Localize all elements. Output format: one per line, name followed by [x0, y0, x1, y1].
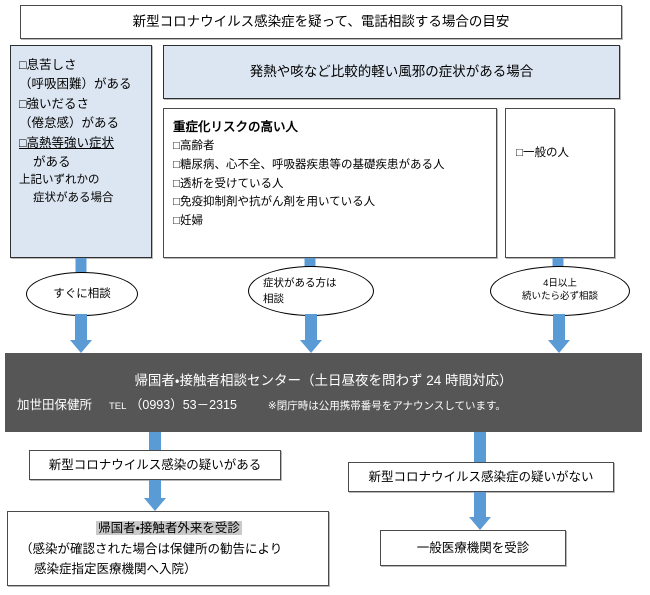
general-people-label: □一般の人: [516, 147, 569, 159]
arrow-suspect-no-to-general-clinic: [465, 492, 495, 530]
tel-number: （0993）53－2315: [129, 398, 237, 413]
severe-symptom-item-1: □息苦しさ: [19, 58, 77, 72]
high-risk-item-pregnant: □妊婦: [173, 214, 203, 227]
ellipse-consult-after-four-days-line-2: 続いたら必ず相談: [521, 291, 598, 302]
general-clinic-label: 一般医療機関を受診: [416, 540, 530, 555]
severe-symptom-item-3: □強いだるさ: [19, 96, 90, 111]
high-risk-item-immunosuppressant: □免疫抑制剤や抗がん剤を用いている人: [173, 196, 376, 209]
suspect-yes-box: 新型コロナウイルス感染の疑いがある: [29, 450, 281, 480]
page-title: 新型コロナウイルス感染症を疑って、電話相談する場合の目安: [132, 14, 510, 30]
ellipse-consult-if-symptoms: 症状がある方は 相談: [248, 266, 374, 316]
severe-symptoms-footer-line-2: 症状がある場合: [33, 192, 114, 205]
general-people-box: □一般の人: [505, 108, 615, 258]
high-risk-item-chronic-disease: □糖尿病、心不全、呼吸器疾患等の基礎疾患がある人: [173, 158, 445, 171]
high-risk-box: 重症化リスクの高い人 □高齢者 □糖尿病、心不全、呼吸器疾患等の基礎疾患がある人…: [163, 108, 497, 258]
outpatient-note-line-2: 感染症指定医療機関へ入院）: [34, 562, 197, 577]
connector-center-to-suspect-yes: [149, 432, 161, 451]
suspect-no-box: 新型コロナウイルス感染症の疑いがない: [348, 462, 614, 492]
arrow-immediate-to-center: [66, 314, 96, 353]
ellipse-consult-after-four-days-line-1: 4日以上: [543, 278, 577, 290]
outpatient-clinic-box: 帰国者・接触者外来を受診 （感染が確認された場合は保健所の勧告により 感染症指定…: [7, 511, 329, 586]
ellipse-consult-if-symptoms-line-1: 症状がある方は: [263, 276, 337, 289]
severe-symptom-item-6: がある: [33, 154, 71, 169]
suspect-no-label: 新型コロナウイルス感染症の疑いがない: [368, 469, 594, 484]
ellipse-consult-after-four-days: 4日以上 続いたら必ず相談: [490, 266, 630, 316]
severe-symptoms-footer-line-1: 上記いずれかの: [19, 174, 100, 187]
ellipse-consult-immediately: すぐに相談: [26, 272, 138, 316]
general-clinic-box: 一般医療機関を受診: [380, 530, 566, 566]
severe-symptom-item-2: （呼吸困難）がある: [19, 77, 132, 92]
connector-center-to-suspect-no: [474, 432, 486, 463]
suspect-yes-label: 新型コロナウイルス感染の疑いがある: [48, 457, 262, 472]
arrow-symptoms-to-center: [296, 314, 326, 353]
severe-symptom-item-5: □高熱等強い症状: [19, 135, 115, 150]
outpatient-heading: 帰国者・接触者外来を受診: [96, 521, 242, 535]
arrow-severe-to-ellipse: [71, 258, 91, 274]
arrow-fourdays-to-center: [544, 314, 574, 353]
outpatient-note-line-1: （感染が確認された場合は保健所の勧告により: [20, 541, 283, 556]
after-hours-note: ※閉庁時は公用携帯番号をアナウンスしています。: [267, 400, 506, 413]
consultation-center-title: 帰国者・接触者相談センター（土日昼夜を問わず 24 時間対応）: [134, 372, 513, 388]
high-risk-item-elderly: □高齢者: [173, 140, 215, 153]
high-risk-item-dialysis: □透析を受けている人: [173, 177, 284, 190]
tel-label: TEL: [108, 401, 127, 413]
consultation-center-contact: 加世田保健所 TEL （0993）53－2315 ※閉庁時は公用携帯番号をアナウ…: [13, 396, 634, 414]
arrow-general-to-ellipse: [548, 258, 568, 268]
health-center-name: 加世田保健所: [17, 398, 93, 413]
arrow-suspect-yes-to-outpatient: [140, 480, 170, 511]
mild-symptoms-label: 発熱や咳など比較的軽い風邪の症状がある場合: [249, 64, 534, 80]
severe-symptoms-box: □息苦しさ （呼吸困難）がある □強いだるさ （倦怠感）がある □高熱等強い症状…: [10, 45, 152, 258]
outpatient-heading-row: 帰国者・接触者外来を受診: [20, 518, 328, 539]
consultation-center-bar: 帰国者・接触者相談センター（土日昼夜を問わず 24 時間対応） 加世田保健所 T…: [5, 353, 642, 432]
arrow-highrisk-to-ellipse: [300, 258, 320, 268]
severe-symptom-item-4: （倦怠感）がある: [19, 116, 120, 131]
ellipse-consult-if-symptoms-line-2: 相談: [263, 293, 284, 305]
ellipse-consult-immediately-label: すぐに相談: [53, 287, 111, 300]
mild-symptoms-banner: 発熱や咳など比較的軽い風邪の症状がある場合: [163, 45, 620, 99]
high-risk-heading: 重症化リスクの高い人: [173, 120, 299, 134]
page-title-box: 新型コロナウイルス感染症を疑って、電話相談する場合の目安: [20, 5, 622, 39]
